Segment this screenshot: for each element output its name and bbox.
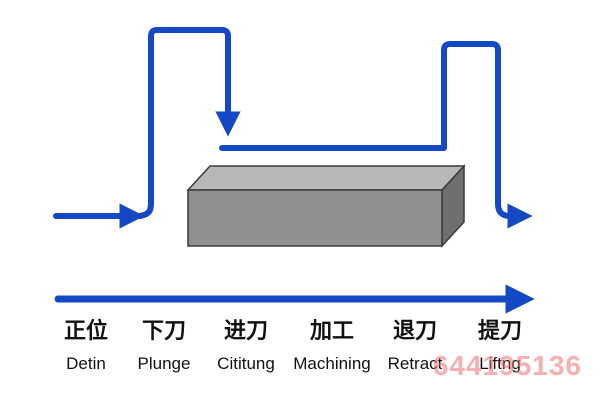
stage-zh-label: 下刀	[141, 319, 186, 344]
stage-retract: 退刀 Retract	[355, 318, 475, 376]
watermark: 644195136	[432, 350, 582, 381]
stage-position: 正位 Detin	[26, 318, 146, 376]
stage-zh-label: 退刀	[392, 319, 437, 344]
plunge-path	[137, 27, 241, 219]
stage-en-label: Liftng	[479, 354, 521, 373]
stage-zh-label: 正位	[63, 319, 108, 344]
stage-en-label: Retract	[387, 354, 443, 373]
stage-zh-label: 加工	[309, 319, 354, 344]
stage-zh-label: 进刀	[223, 319, 268, 344]
stage-en-label: Detin	[66, 354, 106, 373]
machining-path	[219, 41, 533, 229]
stage-zh-label: 提刀	[477, 319, 522, 344]
stage-cutting: 进刀 Cititung	[186, 318, 306, 376]
workpiece-front-face	[187, 189, 443, 247]
stage-en-label: Cititung	[217, 354, 275, 373]
stage-machining: 加工 Machining	[272, 318, 392, 376]
stage-lift: 提刀 Liftng	[440, 318, 560, 376]
stage-plunge: 下刀 Plunge	[104, 318, 224, 376]
stage-en-label: Machining	[293, 354, 371, 373]
workpiece-top-face	[186, 165, 466, 191]
stage-en-label: Plunge	[137, 354, 191, 373]
workpiece-block	[186, 164, 466, 248]
